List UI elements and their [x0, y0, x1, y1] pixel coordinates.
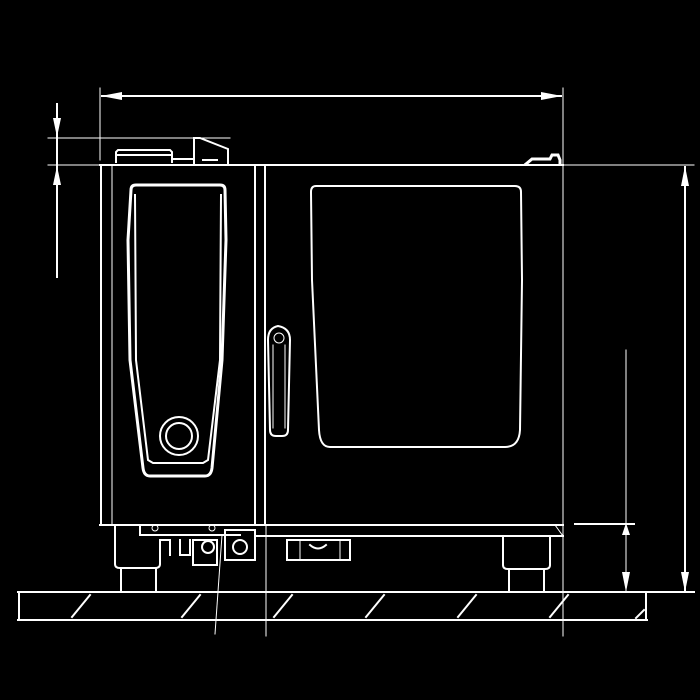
left-foot	[114, 526, 161, 593]
control-panel	[126, 183, 228, 478]
top-right-fitting	[523, 153, 562, 167]
dimension-base-height	[564, 349, 695, 593]
arrow-right-icon	[541, 92, 562, 100]
door-handle[interactable]	[266, 324, 292, 437]
control-dial-icon[interactable]	[159, 416, 199, 456]
arrow-down-icon	[622, 523, 630, 535]
right-foot	[502, 537, 551, 593]
dimension-overall-width	[99, 87, 564, 599]
top-vent-hood	[115, 137, 229, 164]
floor-hatched	[17, 591, 648, 621]
arrow-up-icon	[681, 166, 689, 186]
arrow-left-icon	[101, 92, 122, 100]
reference-lines	[214, 524, 564, 637]
oven-housing	[99, 164, 564, 526]
door-window	[309, 185, 524, 448]
dimension-overall-height	[562, 164, 695, 592]
base-connections	[139, 524, 564, 566]
arrow-down-icon	[681, 572, 689, 592]
arrow-up-icon	[622, 572, 630, 592]
arrow-up-icon	[53, 166, 61, 185]
arrow-down-icon	[53, 118, 61, 137]
dimension-vent-height	[47, 103, 231, 278]
